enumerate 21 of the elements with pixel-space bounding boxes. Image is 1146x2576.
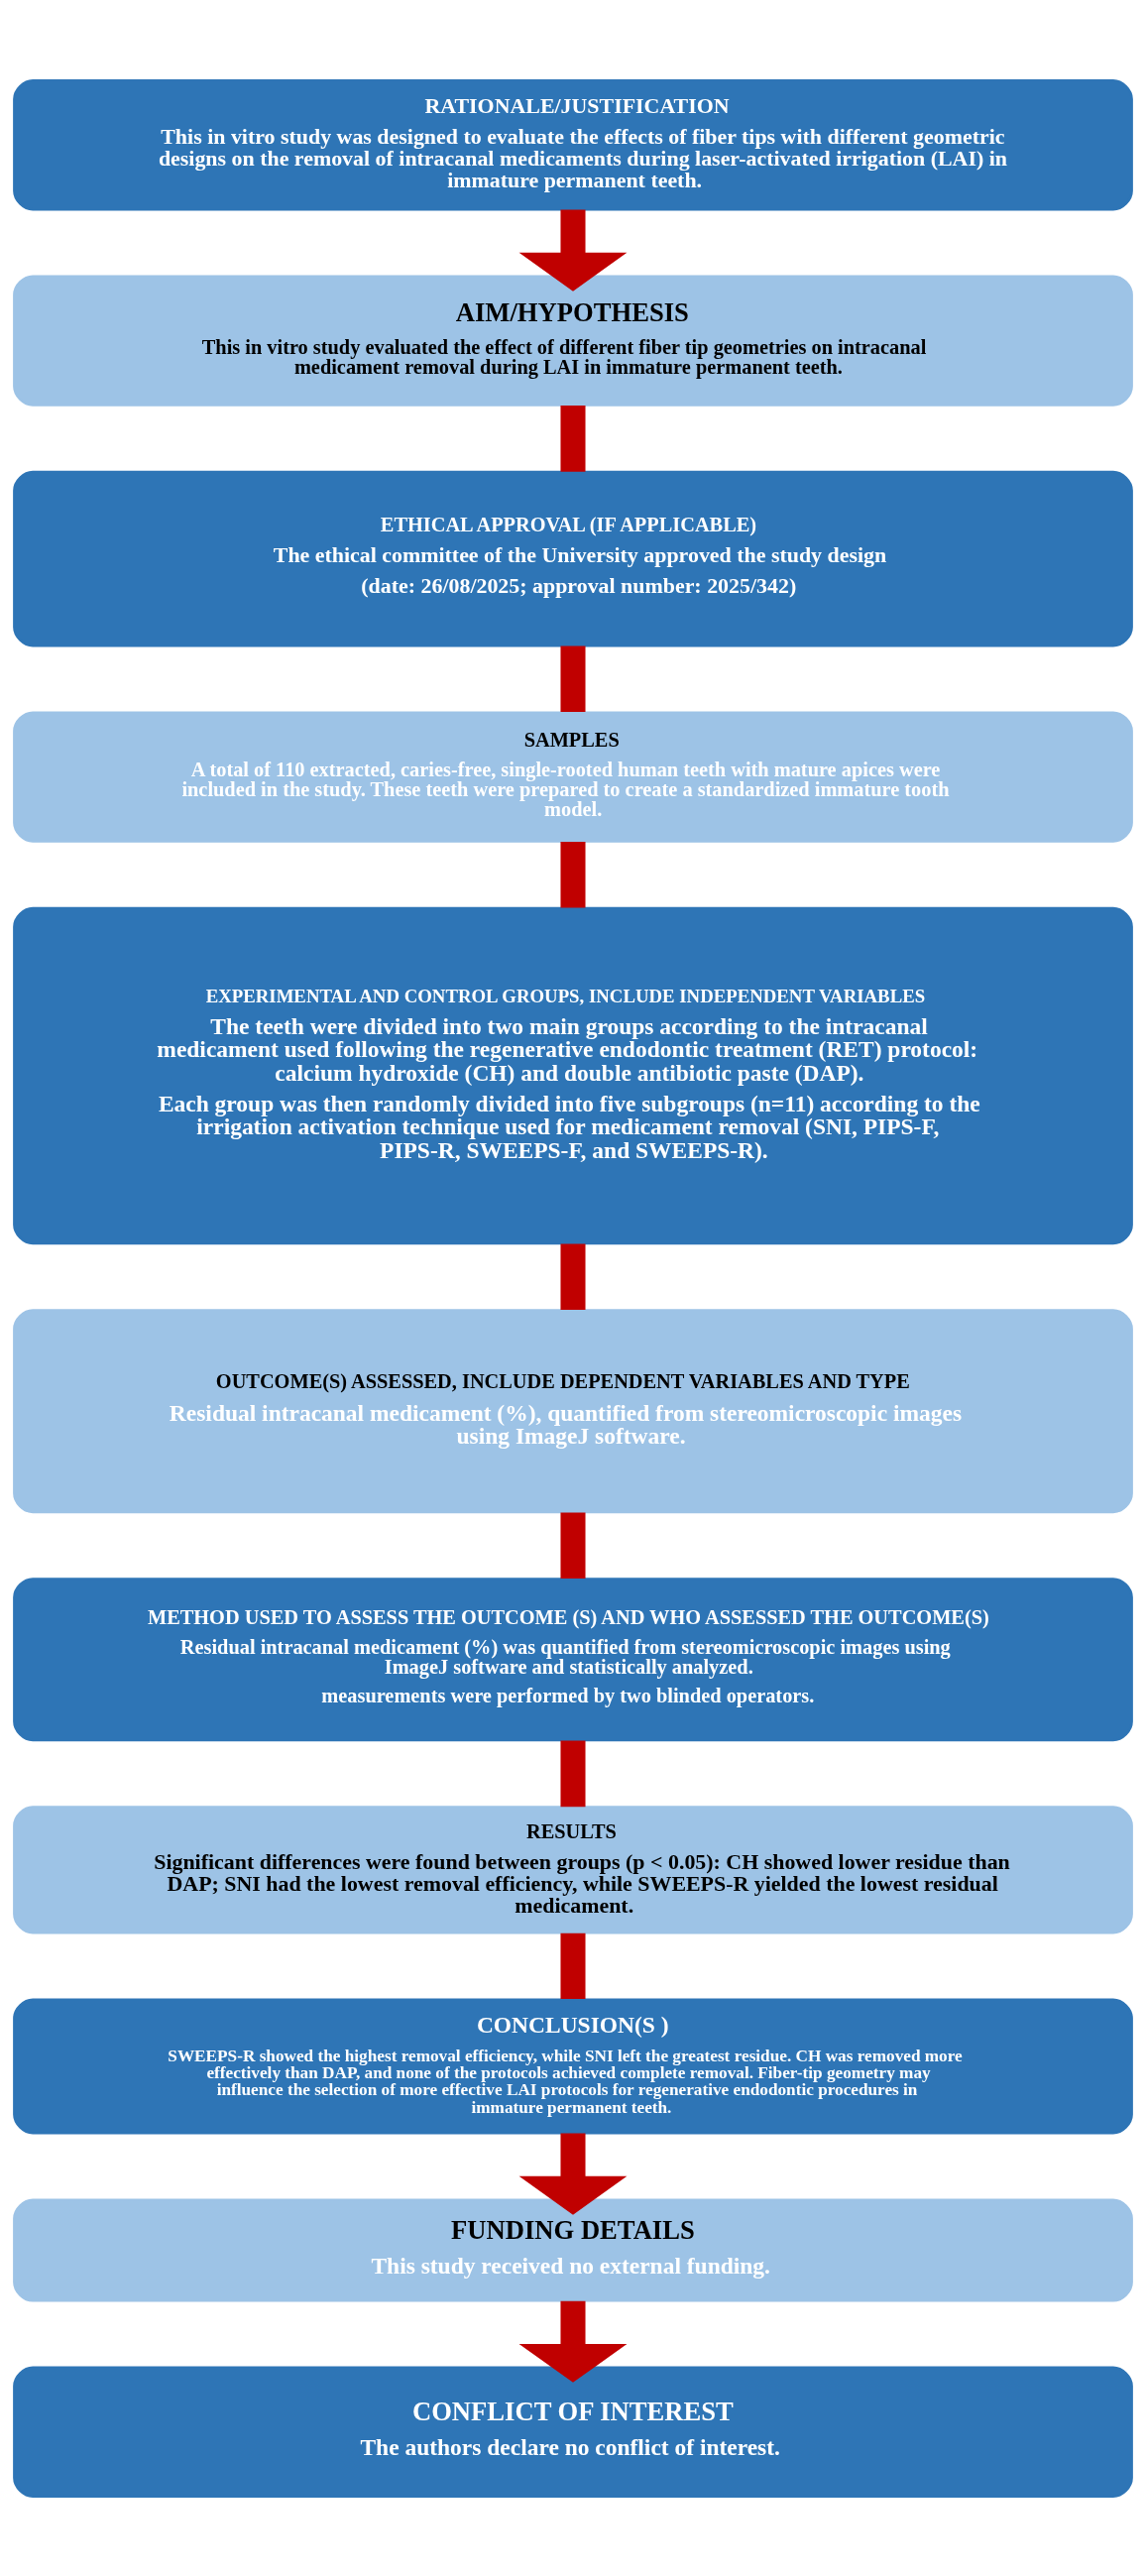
node-box: OUTCOME(S) ASSESSED, INCLUDE DEPENDENT VARIABLES AND TYPE Residual intracanal medicament (%), quantified from stereomicroscopic images using ImageJ software.	[13, 1308, 1133, 1513]
node-box: SAMPLES A total of 110 extracted, caries-free, single-rooted human teeth with mature apices were included in the study. These teeth were prepared to create a standardized immature tooth model.	[13, 710, 1133, 843]
node-box: RESULTS Significant differences were found between groups (p < 0.05): CH showed lower residue than DAP; SNI had the lowest removal efficiency, while SWEEPS-R yielded the lowest residual medicament.	[13, 1805, 1133, 1933]
arrow	[518, 2132, 628, 2215]
connector	[560, 405, 586, 472]
node-box: METHOD USED TO ASSESS THE OUTCOME (S) AND WHO ASSESSED THE OUTCOME(S) Residual intracanal medicament (%) was quantified from stereomicroscopic images using ImageJ software and statistically analyzed. measurements were performed by two blinded operators.	[13, 1577, 1133, 1741]
connector	[560, 1243, 586, 1310]
connector	[560, 841, 586, 907]
connector	[560, 1511, 586, 1579]
node-box: RATIONALE/JUSTIFICATION This in vitro study was designed to evaluate the effects of fiber tips with different geometric designs on the removal of intracanal medicaments during laser-activated irrigation (LAI) in immature permanent teeth.	[13, 78, 1133, 210]
node-box: EXPERIMENTAL AND CONTROL GROUPS, INCLUDE INDEPENDENT VARIABLES The teeth were divided into two main groups according to the intracanal medicament used following the regenerative endodontic treatment (RET) protocol: calcium hydroxide (CH) and double antibiotic paste (DAP). Each group was then randomly divided into five subgroups (n=11) according to the irrigation activation technique used for medicament removal (SNI, PIPS-F, PIPS-R, SWEEPS-F, and SWEEPS-R).	[13, 906, 1133, 1244]
connector	[560, 644, 586, 712]
node-box: AIM/HYPOTHESIS This in vitro study evaluated the effect of different fiber tip geometries on intracanal medicament removal during LAI in immature permanent teeth.	[13, 274, 1133, 407]
arrow	[518, 208, 628, 292]
connector	[560, 1740, 586, 1807]
node-box: CONFLICT OF INTEREST The authors declare no conflict of interest.	[13, 2366, 1133, 2498]
arrow	[518, 2300, 628, 2383]
node-box: CONCLUSION(S ) SWEEPS-R showed the highest removal efficiency, while SNI left the greatest residue. CH was removed more effectively than DAP, and none of the protocols achieved complete removal. Fiber-tip geometry may influence the selection of more effective LAI protocols for regenerative endodontic procedures in immature permanent teeth.	[13, 1998, 1133, 2134]
node-box: FUNDING DETAILS This study received no external funding.	[13, 2198, 1133, 2302]
connector	[560, 1932, 586, 1999]
node-box: ETHICAL APPROVAL (IF APPLICABLE) The ethical committee of the University approved the study design (date: 26/08/2025; approval number: 2025/342)	[13, 470, 1133, 646]
